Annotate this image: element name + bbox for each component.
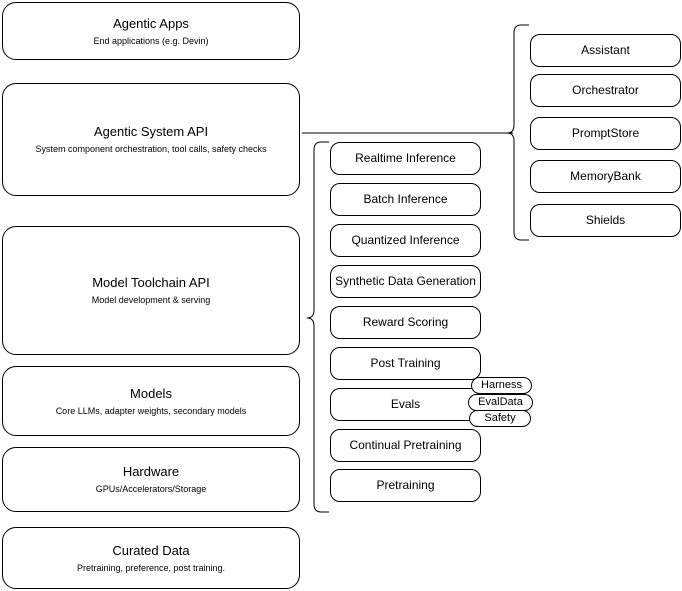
layer-title: Agentic Apps <box>113 15 189 31</box>
layer-subtitle: System component orchestration, tool cal… <box>35 144 267 154</box>
component-label: Shields <box>585 213 626 227</box>
layer-title: Hardware <box>122 464 180 479</box>
component-promptstore[interactable]: PromptStore <box>530 117 681 150</box>
layer-hardware[interactable]: Hardware GPUs/Accelerators/Storage <box>2 447 300 512</box>
capability-post-training[interactable]: Post Training <box>330 347 481 380</box>
evals-tag-label: Harness <box>481 379 522 391</box>
layer-title: Model Toolchain API <box>92 275 210 290</box>
layer-subtitle: Pretraining, preference, post training. <box>76 562 226 573</box>
capability-reward-scoring[interactable]: Reward Scoring <box>330 306 481 339</box>
layer-model-toolchain-api[interactable]: Model Toolchain API Model development & … <box>2 226 300 355</box>
layer-title: Agentic System API <box>93 124 209 139</box>
component-shields[interactable]: Shields <box>530 204 681 237</box>
component-label: MemoryBank <box>570 169 641 183</box>
layer-title: Models <box>130 385 172 401</box>
layer-subtitle: Core LLMs, adapter weights, secondary mo… <box>55 405 247 416</box>
capability-label: Post Training <box>370 356 441 370</box>
component-label: PromptStore <box>571 126 640 140</box>
capability-realtime-inference[interactable]: Realtime Inference <box>330 142 481 175</box>
evals-tag-label: Safety <box>484 412 516 424</box>
evals-tag-harness[interactable]: Harness <box>471 377 532 394</box>
bracket-system-components <box>506 24 529 241</box>
component-orchestrator[interactable]: Orchestrator <box>530 74 681 107</box>
capability-continual-pretraining[interactable]: Continual Pretraining <box>330 429 481 462</box>
evals-tag-label: EvalData <box>478 396 523 408</box>
capability-synthetic-data-generation[interactable]: Synthetic Data Generation <box>330 265 481 298</box>
layer-subtitle: GPUs/Accelerators/Storage <box>95 484 207 494</box>
capability-label: Realtime Inference <box>355 151 456 165</box>
component-memorybank[interactable]: MemoryBank <box>530 160 681 193</box>
capability-quantized-inference[interactable]: Quantized Inference <box>330 224 481 257</box>
layer-agentic-system-api[interactable]: Agentic System API System component orch… <box>2 83 300 196</box>
capability-label: Synthetic Data Generation <box>335 274 476 288</box>
evals-tag-evaldata[interactable]: EvalData <box>468 394 533 411</box>
capability-label: Evals <box>390 397 421 411</box>
layer-title: Curated Data <box>112 542 190 558</box>
layer-subtitle: Model development & serving <box>91 295 211 305</box>
component-assistant[interactable]: Assistant <box>530 34 681 67</box>
capability-batch-inference[interactable]: Batch Inference <box>330 183 481 216</box>
layer-subtitle: End applications (e.g. Devin) <box>93 35 209 46</box>
capability-pretraining[interactable]: Pretraining <box>330 469 481 502</box>
capability-label: Batch Inference <box>363 192 448 206</box>
capability-label: Reward Scoring <box>362 315 449 329</box>
evals-tag-safety[interactable]: Safety <box>469 410 531 427</box>
capability-label: Continual Pretraining <box>349 438 462 452</box>
layer-curated-data[interactable]: Curated Data Pretraining, preference, po… <box>2 527 300 589</box>
layer-agentic-apps[interactable]: Agentic Apps End applications (e.g. Devi… <box>2 2 300 60</box>
capability-label: Pretraining <box>376 478 435 492</box>
bracket-toolchain-capabilities <box>306 141 329 513</box>
capability-evals[interactable]: Evals <box>330 388 481 421</box>
capability-label: Quantized Inference <box>351 233 460 247</box>
component-label: Assistant <box>581 43 630 57</box>
component-label: Orchestrator <box>572 83 639 97</box>
layer-models[interactable]: Models Core LLMs, adapter weights, secon… <box>2 366 300 436</box>
